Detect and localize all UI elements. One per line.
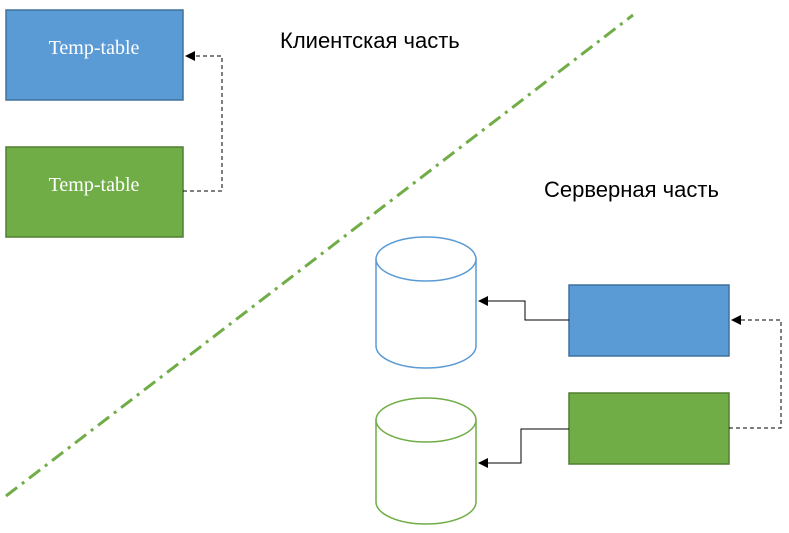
client-server-divider (5, 13, 634, 498)
server-sync-connector (729, 315, 782, 429)
server-db-green[interactable] (375, 397, 477, 525)
server-green-connector (478, 428, 569, 468)
client-temp-table-green-label: Temp-table (49, 174, 140, 196)
server-region-label: Серверная часть (544, 177, 719, 202)
client-temp-table-green[interactable] (5, 146, 184, 238)
server-db-blue[interactable] (375, 236, 477, 369)
client-sync-connector (183, 51, 223, 192)
client-temp-table-blue[interactable] (5, 9, 184, 101)
server-db-green-body (375, 420, 477, 525)
server-blue-connector (478, 296, 569, 321)
server-db-green-top (375, 397, 477, 443)
client-temp-table-blue-label: Temp-table (49, 37, 140, 59)
client-region-label: Клиентская часть (280, 28, 460, 53)
server-table-blue[interactable] (568, 284, 730, 357)
server-table-green[interactable] (568, 392, 730, 465)
server-db-blue-body (375, 259, 477, 369)
server-db-blue-top (375, 236, 477, 282)
